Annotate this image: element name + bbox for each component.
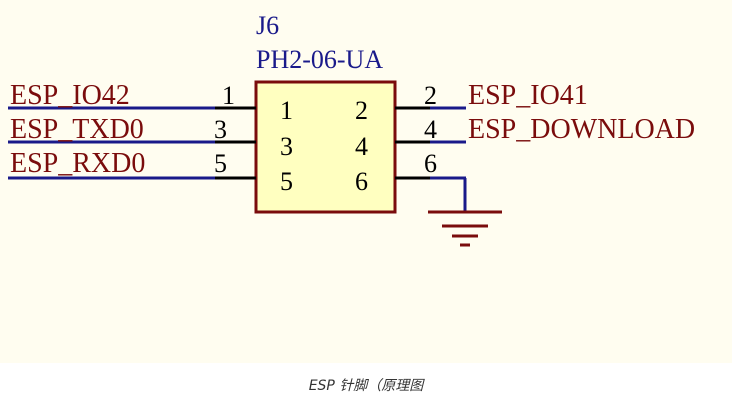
net-label-esp-rxd0: ESP_RXD0 — [10, 148, 145, 179]
pin-number-inner-6: 6 — [355, 167, 368, 196]
component-part-number: PH2-06-UA — [256, 45, 383, 74]
pin-number-outer-6: 6 — [424, 149, 437, 178]
pin-number-inner-5: 5 — [280, 167, 293, 196]
net-label-esp-download: ESP_DOWNLOAD — [468, 114, 695, 145]
pin-number-inner-4: 4 — [355, 132, 368, 161]
pin-number-outer-4: 4 — [424, 115, 437, 144]
pin-number-outer-3: 3 — [214, 115, 227, 144]
schematic-drawing: J6 PH2-06-UA ESP_IO42 1 1 ESP_TXD0 3 3 E… — [8, 11, 695, 247]
pin-number-outer-2: 2 — [424, 81, 437, 110]
pin-number-inner-3: 3 — [280, 132, 293, 161]
schematic-canvas: J6 PH2-06-UA ESP_IO42 1 1 ESP_TXD0 3 3 E… — [0, 0, 732, 363]
net-label-esp-txd0: ESP_TXD0 — [10, 114, 144, 145]
component-designator: J6 — [256, 11, 279, 40]
pin-number-outer-5: 5 — [214, 149, 227, 178]
pin-number-outer-1: 1 — [222, 81, 235, 110]
net-label-esp-io42: ESP_IO42 — [10, 80, 130, 111]
pin-number-inner-2: 2 — [355, 96, 368, 125]
ground-icon — [428, 210, 502, 247]
figure-caption: ESP 针脚（原理图 — [308, 378, 424, 394]
pin-number-inner-1: 1 — [280, 96, 293, 125]
connector-body — [254, 80, 397, 214]
net-label-esp-io41: ESP_IO41 — [468, 80, 588, 111]
